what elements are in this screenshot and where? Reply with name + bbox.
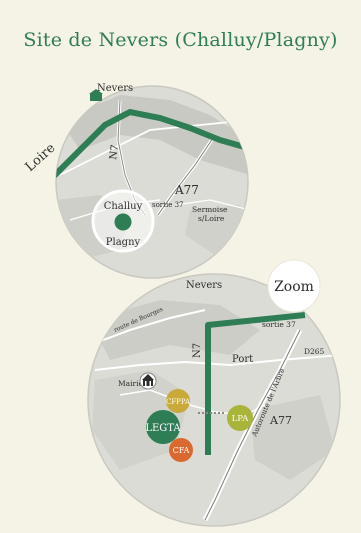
site-lpa-label: LPA [232,414,250,424]
site-legta-label: LEGTA [145,423,181,434]
overview-road [59,119,248,176]
zoom-label-d265: D265 [304,347,325,356]
overview-a77-road-edge [157,134,216,216]
overview-road [174,199,248,211]
overview-map: Nevers Loire N7 A77 sortie 37 Sermoise s… [23,83,249,279]
site-location-marker [114,213,132,231]
zoom-bubble [267,259,321,313]
page-title: Site de Nevers (Challuy/Plagny) [23,29,338,51]
zoom-urban-area [90,300,260,360]
site-legta: LEGTA [145,410,181,444]
overview-label-sermoise: Sermoise [192,205,228,214]
site-cfa-label: CFA [173,446,190,455]
zoom-bourges-road [89,309,206,346]
zoom-label-nevers: Nevers [186,280,222,291]
loire-river [56,108,248,178]
overview-label-plagny: Plagny [106,237,141,248]
site-cfa: CFA [169,438,193,462]
zoom-label-mairie: Mairie [118,379,144,388]
zoom-label: Zoom [274,279,314,295]
site-cfppa-label: CFPPA [166,398,191,406]
zoom-terrain-patch [250,395,335,480]
overview-label-sermoise-2: s/Loire [198,214,225,223]
overview-label-exit: sortie 37 [152,201,183,209]
zoom-label-port: Port [232,354,253,365]
overview-label-challuy: Challuy [104,201,143,212]
zoom-map: Zoom Nevers sortie 37 route de Bourges N… [87,259,341,527]
zoom-label-exit: sortie 37 [262,320,296,329]
zoom-label-n7: N7 [192,343,203,358]
zoom-terrain-patch [92,370,190,470]
overview-label-nevers: Nevers [97,83,133,94]
overview-label-n7: N7 [108,144,121,161]
site-lpa: LPA [227,405,253,431]
overview-label-a77: A77 [174,183,199,197]
zoom-label-a77: A77 [269,414,292,427]
zoom-route-n7 [205,312,306,455]
zoom-a77-road-edge [204,329,301,521]
overview-label-loire: Loire [23,141,59,175]
mairie-icon [139,372,157,390]
site-cfppa: CFPPA [166,389,191,413]
overview-city-icon [89,89,103,101]
